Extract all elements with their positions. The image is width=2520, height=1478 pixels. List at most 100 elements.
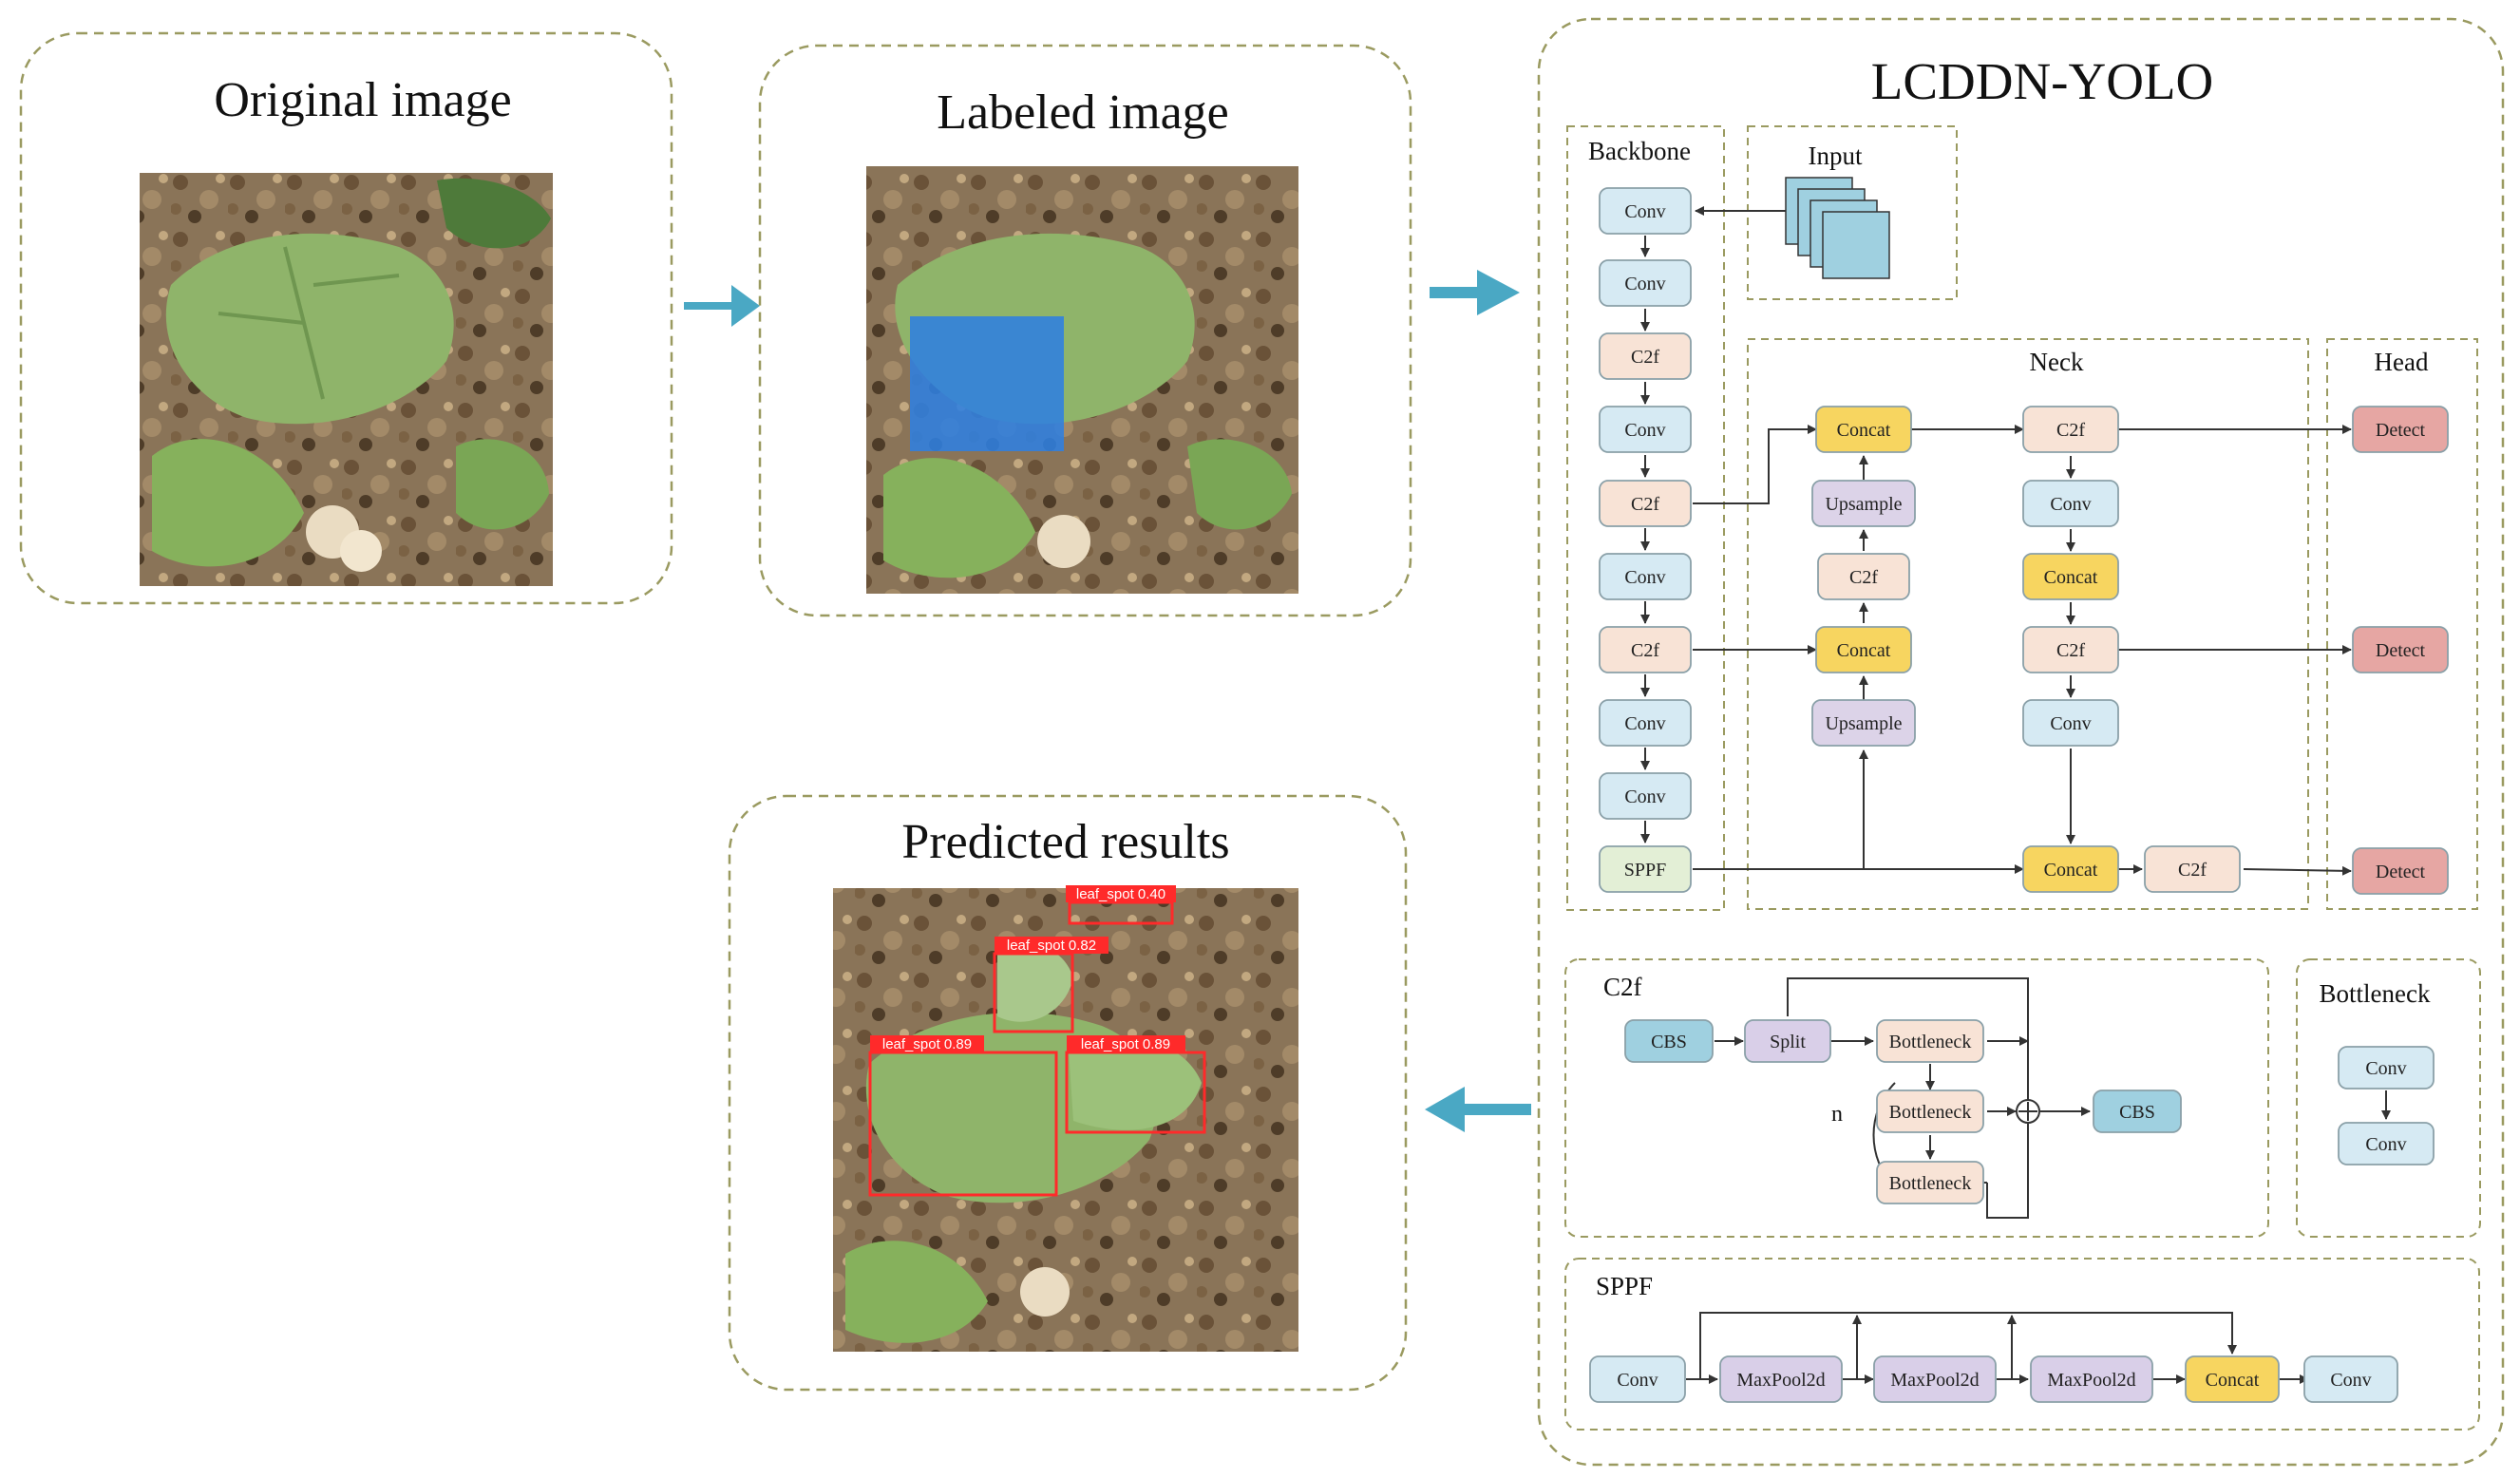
head-detect-node: Detect — [2352, 847, 2449, 895]
bottleneck-conv-node-label: Conv — [2365, 1058, 2406, 1079]
sppf-node: Concat — [2185, 1355, 2280, 1403]
backbone-node: Conv — [1599, 553, 1692, 600]
original-panel-border — [19, 31, 673, 605]
model-panel: LCDDN-YOLO Backbone Input Neck Head C2f … — [1537, 17, 2505, 1467]
labeled-image-panel: Labeled image — [758, 44, 1412, 617]
detection-label: leaf_spot 0.89 — [882, 1036, 972, 1052]
backbone-label: Backbone — [1588, 137, 1691, 165]
neck-concat-node-box — [1815, 626, 1912, 673]
neck-c2f-node-box — [1817, 553, 1910, 600]
input-label: Input — [1809, 142, 1863, 170]
neck-conv-node: Conv — [2022, 480, 2119, 527]
neck-c2f-node: C2f — [2144, 845, 2241, 893]
backbone-node-label: C2f — [1631, 347, 1659, 368]
predicted-leaf-photo — [833, 888, 1298, 1352]
c2f-bottleneck-node-box — [1876, 1161, 1984, 1204]
sppf-node: MaxPool2d — [2030, 1355, 2153, 1403]
neck-concat-node-box — [2022, 845, 2119, 893]
neck-conv-node: Conv — [2022, 699, 2119, 747]
backbone-node: C2f — [1599, 332, 1692, 380]
sppf-node-box — [1719, 1355, 1843, 1403]
sppf-node-box — [1589, 1355, 1686, 1403]
c2f-cbs-node: CBS — [1624, 1019, 1714, 1063]
detection-label: leaf_spot 0.82 — [1007, 938, 1096, 954]
backbone-node: C2f — [1599, 626, 1692, 673]
sppf-node: Conv — [1589, 1355, 1686, 1403]
backbone-node-label: Conv — [1624, 567, 1665, 588]
head-detect-node-label: Detect — [2376, 640, 2426, 661]
neck-upsample-node-box — [1811, 480, 1916, 527]
c2f-bottleneck-node-box — [1876, 1090, 1984, 1133]
c2f-block-label: C2f — [1603, 973, 1642, 1001]
neck-concat-node: Concat — [1815, 406, 1912, 453]
c2f-bottleneck-node: Bottleneck — [1876, 1161, 1984, 1204]
neck-c2f-node-label: C2f — [1849, 567, 1878, 588]
neck-conv-node-label: Conv — [2050, 713, 2091, 734]
neck-concat-node-label: Concat — [1837, 640, 1891, 661]
detection-box: leaf_spot 0.89 — [1065, 1035, 1206, 1134]
c2f-split-node: Split — [1744, 1019, 1831, 1063]
sppf-node-box — [2185, 1355, 2280, 1403]
sppf-node-label: Conv — [2330, 1370, 2371, 1391]
neck-concat-node: Concat — [2022, 553, 2119, 600]
sppf-node-label: Concat — [2206, 1370, 2260, 1391]
repeat-n-label: n — [1831, 1102, 1843, 1127]
original-image-title: Original image — [214, 73, 511, 127]
neck-c2f-node-box — [2022, 626, 2119, 673]
neck-concat-node: Concat — [2022, 845, 2119, 893]
original-image-panel: Original image — [19, 31, 673, 605]
head-detect-node: Detect — [2352, 626, 2449, 673]
backbone-box — [1566, 125, 1725, 911]
backbone-node-box — [1599, 259, 1692, 307]
labeled-leaf-photo — [866, 166, 1298, 594]
head-detect-node-box — [2352, 626, 2449, 673]
neck-concat-node: Concat — [1815, 626, 1912, 673]
bottleneck-conv-node: Conv — [2338, 1122, 2435, 1165]
backbone-node-box — [1599, 553, 1692, 600]
neck-c2f-node-label: C2f — [2056, 640, 2085, 661]
neck-label: Neck — [2030, 348, 2084, 376]
bottleneck-conv-node: Conv — [2338, 1046, 2435, 1090]
sppf-node-box — [1873, 1355, 1997, 1403]
bottleneck-block-box — [2296, 958, 2481, 1238]
backbone-node-box — [1599, 187, 1692, 235]
neck-conv-node-box — [2022, 699, 2119, 747]
backbone-node: SPPF — [1599, 845, 1692, 893]
model-connectors — [1640, 206, 2391, 1384]
labeled-panel-border — [758, 44, 1412, 617]
bottleneck-block-label: Bottleneck — [2320, 979, 2431, 1008]
neck-c2f-node: C2f — [2022, 626, 2119, 673]
backbone-node-label: Conv — [1624, 713, 1665, 734]
sppf-node-label: MaxPool2d — [2047, 1370, 2135, 1391]
backbone-node-label: C2f — [1631, 494, 1659, 515]
plus-icon — [2018, 1102, 2037, 1121]
c2f-bottleneck-node-label: Bottleneck — [1889, 1032, 1972, 1052]
neck-conv-node-box — [2022, 480, 2119, 527]
backbone-node-box — [1599, 626, 1692, 673]
c2f-split-node-label: Split — [1770, 1032, 1806, 1052]
sppf-node: MaxPool2d — [1873, 1355, 1997, 1403]
head-label: Head — [2375, 348, 2429, 376]
backbone-node: C2f — [1599, 480, 1692, 527]
backbone-node: Conv — [1599, 406, 1692, 453]
head-detect-node-box — [2352, 847, 2449, 895]
backbone-node-box — [1599, 772, 1692, 820]
head-detect-node: Detect — [2352, 406, 2449, 453]
input-box — [1747, 125, 1958, 300]
input-tensor-icon — [1785, 177, 1890, 279]
sppf-block-box — [1564, 1258, 2480, 1431]
neck-c2f-node: C2f — [2022, 406, 2119, 453]
backbone-node: Conv — [1599, 699, 1692, 747]
model-panel-border — [1537, 17, 2505, 1467]
head-detect-node-box — [2352, 406, 2449, 453]
sppf-node-box — [2303, 1355, 2398, 1403]
backbone-node-label: Conv — [1624, 786, 1665, 807]
detection-label: leaf_spot 0.40 — [1076, 886, 1165, 902]
detection-box: leaf_spot 0.89 — [868, 1035, 1058, 1197]
neck-upsample-node: Upsample — [1811, 480, 1916, 527]
bottleneck-conv-node-label: Conv — [2365, 1134, 2406, 1155]
detection-box: leaf_spot 0.82 — [993, 937, 1108, 1033]
model-nodes: ConvConvC2fConvC2fConvC2fConvConvSPPFCon… — [1589, 187, 2449, 1403]
neck-conv-node-label: Conv — [2050, 494, 2091, 515]
